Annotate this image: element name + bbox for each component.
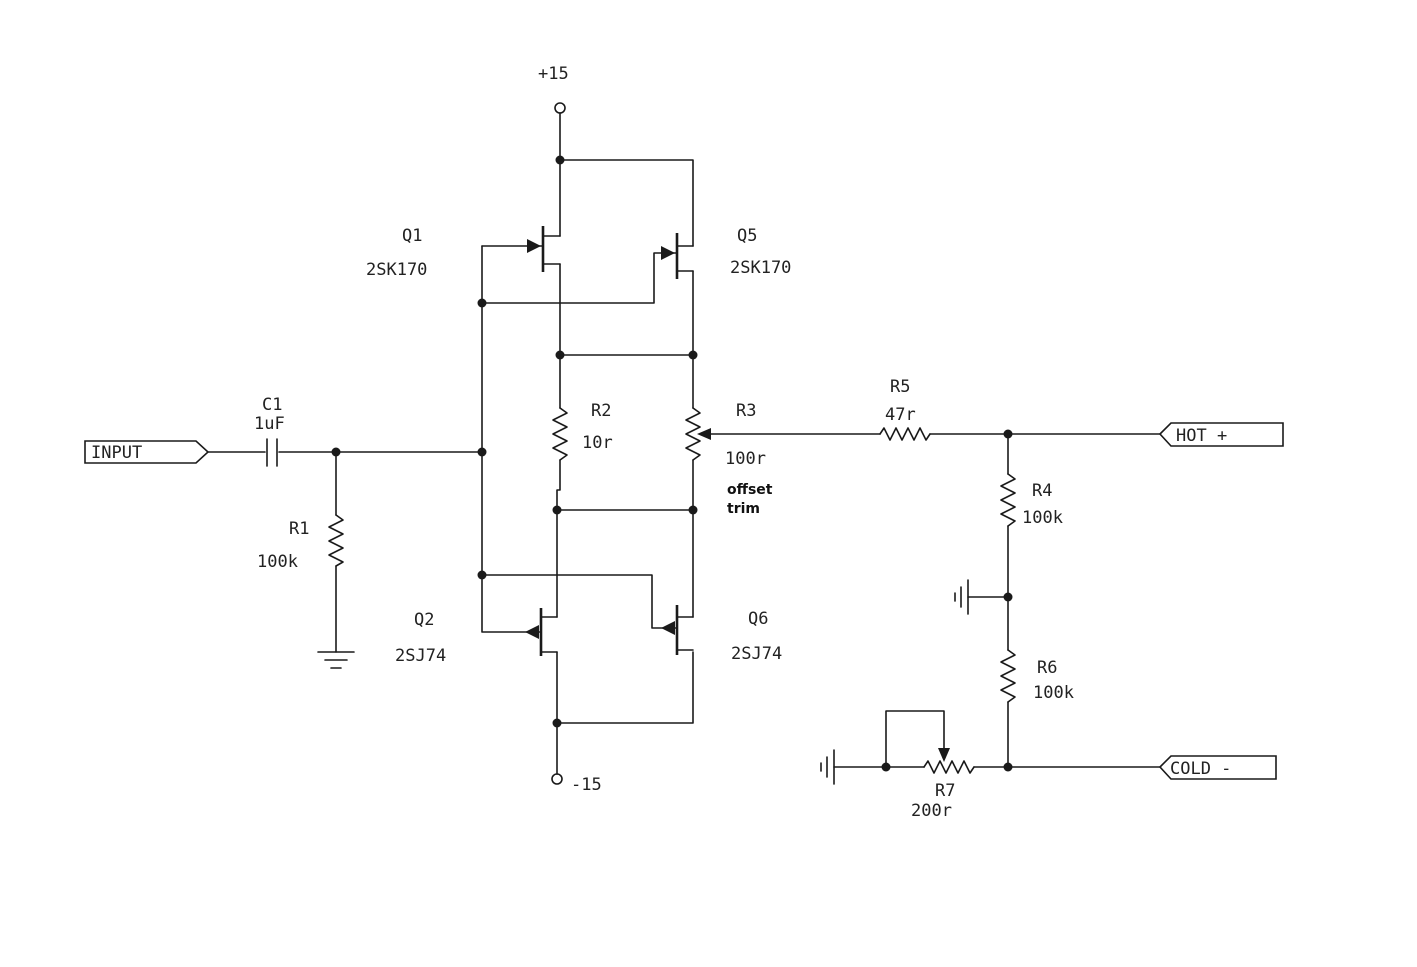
resistor-r2[interactable] — [552, 354, 568, 511]
c1-ref-label: C1 — [262, 395, 282, 415]
hot-port-label: HOT + — [1176, 426, 1227, 446]
q1-ref-label: Q1 — [402, 226, 422, 246]
resistor-r1[interactable] — [328, 451, 344, 653]
resistor-r5[interactable] — [879, 427, 931, 441]
transistor-q6[interactable] — [481, 509, 694, 655]
ground-icon — [317, 651, 355, 669]
positive-supply-net — [554, 102, 694, 247]
input-port[interactable]: INPUT — [84, 440, 210, 464]
r4-ref-label: R4 — [1032, 481, 1052, 501]
junction-dot — [555, 155, 565, 165]
transistor-q1[interactable] — [481, 226, 561, 356]
wiper-arrow-icon — [938, 748, 950, 762]
r1-ref-label: R1 — [289, 519, 309, 539]
q2-part-label: 2SJ74 — [395, 646, 446, 666]
r3-note-offset: offset — [727, 482, 773, 498]
gate-bus — [477, 245, 487, 580]
ground-icon — [820, 749, 835, 785]
potentiometer-r7[interactable] — [833, 710, 1161, 774]
r7-ref-label: R7 — [935, 781, 955, 801]
bridge-network — [552, 350, 698, 515]
junction-dot — [552, 718, 562, 728]
capacitor-c1[interactable] — [266, 438, 278, 467]
r6-ref-label: R6 — [1037, 658, 1057, 678]
negative-supply-net — [551, 651, 694, 785]
gate-arrow-icon — [661, 246, 675, 260]
input-port-label: INPUT — [91, 443, 142, 463]
positive-supply-terminal[interactable] — [554, 102, 566, 114]
r5-ref-label: R5 — [890, 377, 910, 397]
q5-part-label: 2SK170 — [730, 258, 791, 278]
q6-part-label: 2SJ74 — [731, 644, 782, 664]
transistor-q5[interactable] — [481, 233, 694, 356]
r2-value-label: 10r — [582, 433, 613, 453]
gate-arrow-icon — [527, 239, 541, 253]
ground-icon — [954, 579, 969, 615]
q2-ref-label: Q2 — [414, 610, 434, 630]
potentiometer-r3[interactable] — [685, 354, 711, 511]
q6-ref-label: Q6 — [748, 609, 768, 629]
positive-supply-label: +15 — [538, 64, 569, 84]
resistor-r4[interactable] — [1000, 433, 1016, 598]
r2-ref-label: R2 — [591, 401, 611, 421]
gate-arrow-icon — [661, 621, 675, 635]
r4-value-label: 100k — [1022, 508, 1063, 528]
cold-port[interactable]: COLD - — [1158, 755, 1277, 780]
wiper-arrow-icon — [697, 428, 711, 440]
r5-value-label: 47r — [885, 405, 916, 425]
negative-supply-label: -15 — [571, 775, 602, 795]
r3-note-trim: trim — [727, 501, 760, 517]
r1-value-label: 100k — [257, 552, 298, 572]
r7-value-label: 200r — [911, 801, 952, 821]
r3-ref-label: R3 — [736, 401, 756, 421]
resistor-r6[interactable] — [1000, 596, 1016, 768]
r3-value-label: 100r — [725, 449, 766, 469]
c1-value-label: 1uF — [254, 414, 285, 434]
cold-port-label: COLD - — [1170, 759, 1231, 779]
q5-ref-label: Q5 — [737, 226, 757, 246]
negative-supply-terminal[interactable] — [551, 773, 563, 785]
r6-value-label: 100k — [1033, 683, 1074, 703]
transistor-q2[interactable] — [481, 509, 558, 656]
q1-part-label: 2SK170 — [366, 260, 427, 280]
hot-port[interactable]: HOT + — [1158, 422, 1284, 447]
gate-arrow-icon — [525, 625, 539, 639]
